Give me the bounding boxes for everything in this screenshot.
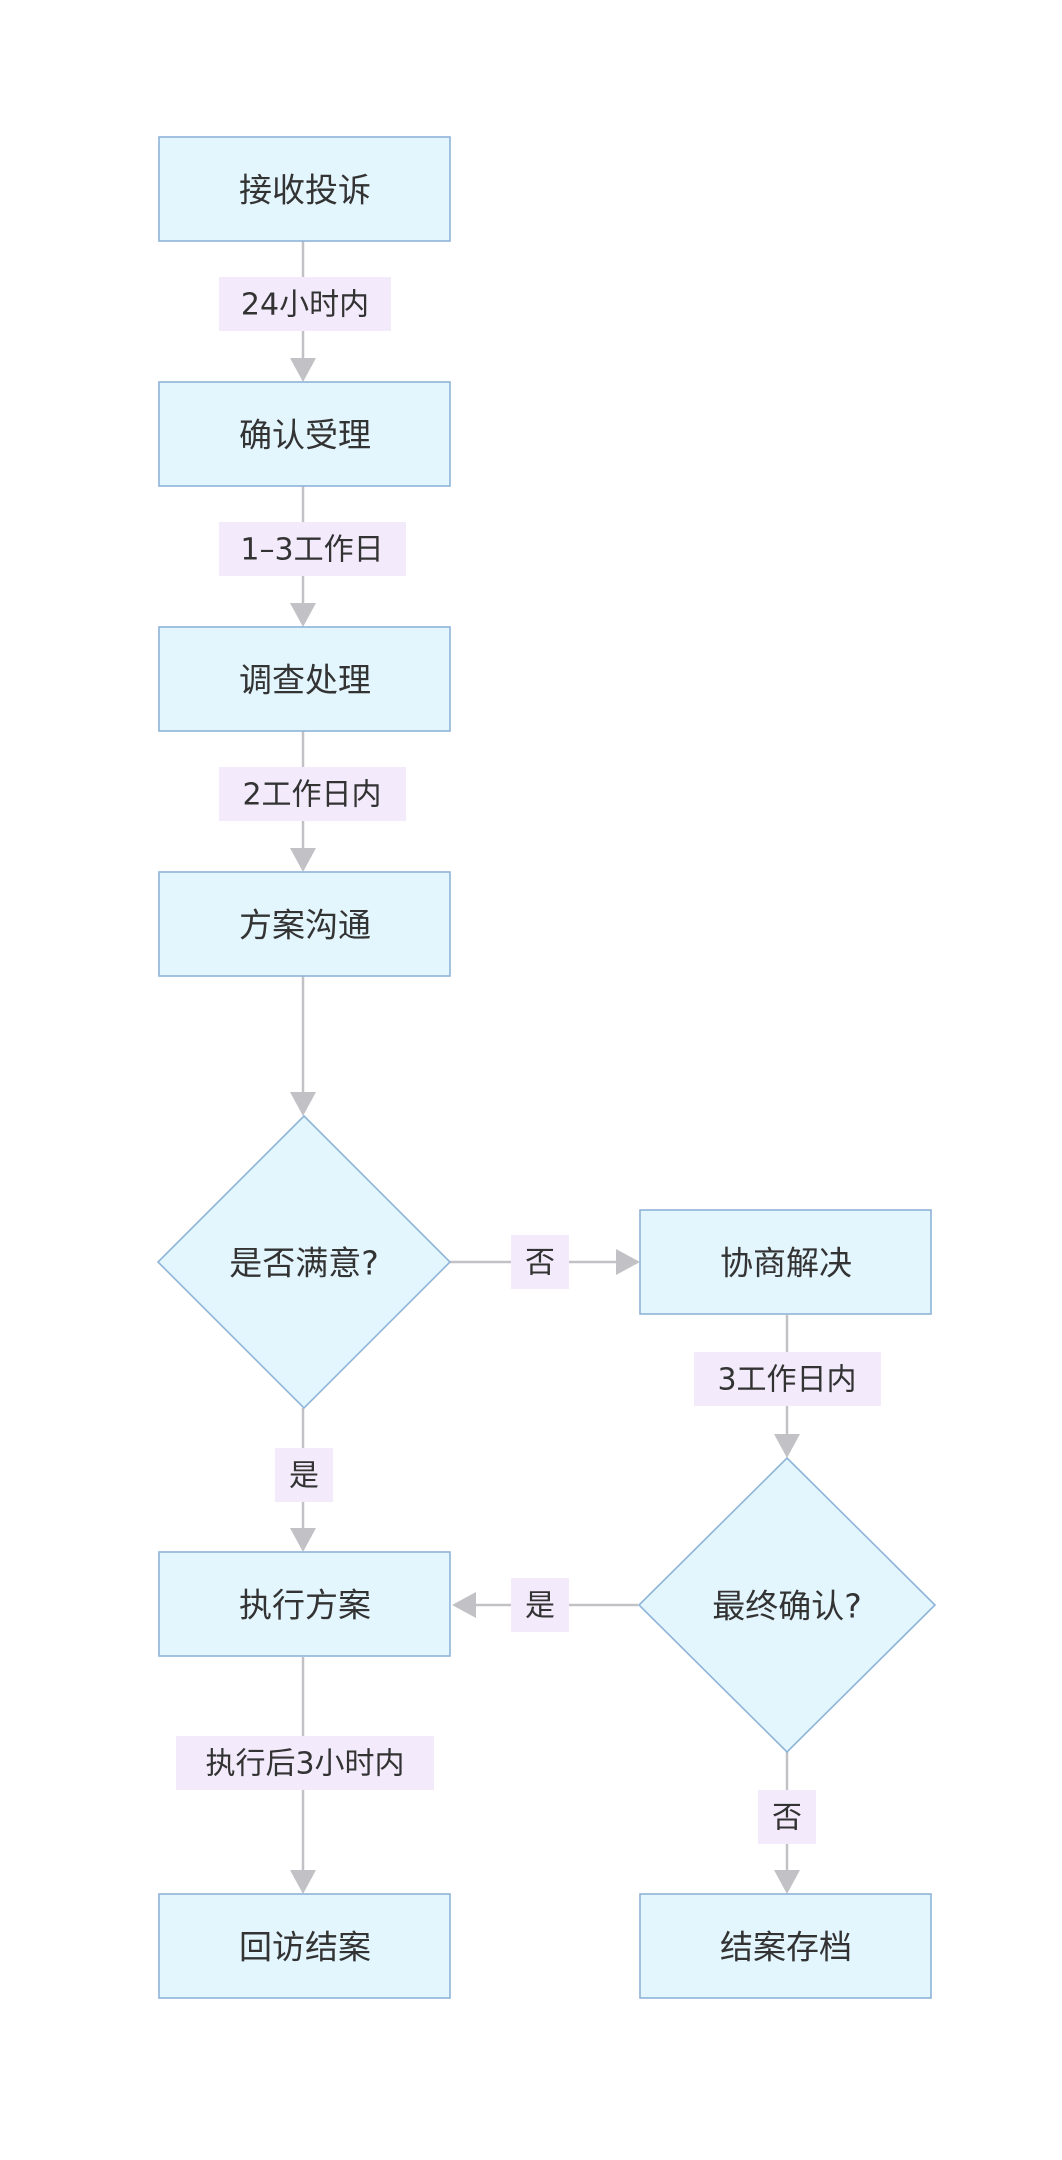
arrowhead-negotiate-final (774, 1434, 800, 1458)
node-revisit-label: 回访结案 (239, 1928, 371, 1967)
arrowhead-execute-revisit (290, 1870, 316, 1894)
node-satisfied-decision[interactable]: 是否满意? (156, 1114, 452, 1410)
node-receive-label: 接收投诉 (239, 171, 371, 210)
node-satisfied-label: 是否满意? (229, 1244, 379, 1283)
edge-label-confirm-investigate-text: 1–3工作日 (240, 533, 383, 568)
node-final-decision[interactable]: 最终确认? (637, 1456, 937, 1754)
arrowhead-receive-confirm (290, 358, 316, 382)
node-archive[interactable]: 结案存档 (639, 1893, 932, 1999)
node-confirm-label: 确认受理 (239, 416, 371, 455)
arrowhead-final-archive (774, 1870, 800, 1894)
node-negotiate-label: 协商解决 (720, 1244, 852, 1283)
edge-label-final-no-text: 否 (772, 1801, 802, 1836)
edge-label-satisfied-yes: 是 (275, 1448, 333, 1502)
node-archive-label: 结案存档 (720, 1928, 852, 1967)
node-communicate[interactable]: 方案沟通 (158, 871, 451, 977)
edge-label-negotiate-final: 3工作日内 (694, 1352, 881, 1406)
node-communicate-label: 方案沟通 (239, 906, 371, 945)
arrowhead-satisfied-negotiate (616, 1249, 640, 1275)
edge-label-receive-confirm: 24小时内 (219, 277, 391, 331)
nodes: 接收投诉 确认受理 调查处理 方案沟通 是否满意? 协商解决 执行方案 (156, 136, 937, 1999)
node-negotiate[interactable]: 协商解决 (639, 1209, 932, 1315)
edge-label-negotiate-final-text: 3工作日内 (717, 1363, 856, 1398)
edge-label-execute-revisit: 执行后3小时内 (176, 1736, 434, 1790)
edge-label-final-yes-text: 是 (525, 1589, 555, 1624)
arrowhead-satisfied-execute (290, 1528, 316, 1552)
edge-label-satisfied-yes-text: 是 (289, 1459, 319, 1494)
arrowhead-investigate-communicate (290, 848, 316, 872)
edge-label-satisfied-no: 否 (511, 1235, 569, 1289)
arrowhead-communicate-satisfied (290, 1092, 316, 1116)
arrowhead-final-execute (452, 1592, 476, 1618)
edge-label-confirm-investigate: 1–3工作日 (219, 522, 406, 576)
edge-label-final-yes: 是 (511, 1578, 569, 1632)
edge-label-satisfied-no-text: 否 (525, 1246, 555, 1281)
node-confirm[interactable]: 确认受理 (158, 381, 451, 487)
edge-label-final-no: 否 (758, 1790, 816, 1844)
node-execute-label: 执行方案 (239, 1586, 371, 1625)
edge-label-receive-confirm-text: 24小时内 (241, 288, 369, 323)
edge-label-execute-revisit-text: 执行后3小时内 (205, 1747, 404, 1782)
edge-labels: 24小时内 1–3工作日 2工作日内 否 是 3工作日内 是 否 (176, 277, 881, 1844)
node-final-label: 最终确认? (712, 1587, 862, 1626)
node-execute[interactable]: 执行方案 (158, 1551, 451, 1657)
node-revisit[interactable]: 回访结案 (158, 1893, 451, 1999)
edge-label-investigate-communicate: 2工作日内 (219, 767, 406, 821)
node-investigate-label: 调查处理 (239, 661, 371, 700)
edge-label-investigate-communicate-text: 2工作日内 (242, 778, 381, 813)
node-receive[interactable]: 接收投诉 (158, 136, 451, 242)
arrowhead-confirm-investigate (290, 603, 316, 627)
node-investigate[interactable]: 调查处理 (158, 626, 451, 732)
